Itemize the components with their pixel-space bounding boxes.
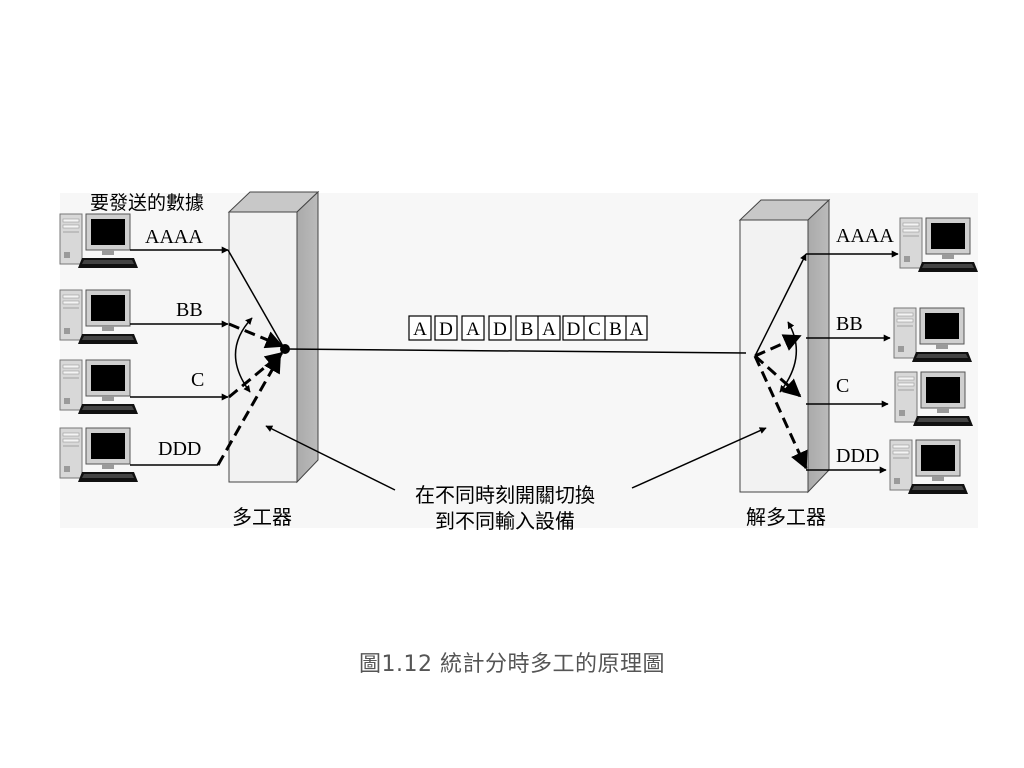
output-label-ddd: DDD: [836, 445, 879, 467]
multiplexer-box: [227, 190, 320, 484]
mux-dashed-arm: [216, 354, 282, 466]
stream-slot-label: A: [542, 319, 556, 340]
input-label-c: C: [191, 369, 204, 391]
demultiplexer-label: 解多工器: [746, 505, 826, 529]
computer-icon: [59, 427, 139, 483]
stream-slot-label: A: [630, 319, 644, 340]
demux-switch-arm: [754, 253, 807, 357]
multiplexer-label: 多工器: [232, 505, 292, 529]
transmission-line: [284, 348, 747, 354]
stream-slot-label: A: [466, 319, 480, 340]
computer-icon: [889, 439, 969, 495]
switch-note-line2: 到不同輸入設備: [435, 509, 575, 533]
demux-dashed-arm: [753, 355, 808, 470]
stream-slot: [461, 315, 485, 341]
input-label-ddd: DDD: [158, 438, 201, 460]
computer-icon: [893, 307, 973, 363]
stream-slot: [488, 315, 512, 341]
output-label-bb: BB: [836, 313, 863, 335]
stream-slot-label: D: [439, 319, 453, 340]
computer-icon: [59, 289, 139, 345]
mux-rotation-arc: [234, 317, 253, 393]
demultiplexer-box: [738, 198, 831, 494]
output-label-c: C: [836, 375, 849, 397]
computer-icon: [59, 359, 139, 415]
input-label-aaaa: AAAA: [145, 226, 203, 248]
input-label-bb: BB: [176, 299, 203, 321]
data-to-send-label: 要發送的數據: [90, 192, 204, 214]
stream-slot: [434, 315, 458, 341]
stream-slot-label: B: [521, 319, 534, 340]
stream-slot-label: D: [567, 319, 581, 340]
stream-slot-label: C: [588, 319, 601, 340]
data-stream: A D A D B A D C B A: [408, 315, 648, 341]
note-pointer-arrow: [631, 427, 767, 489]
stream-slot-label: A: [413, 319, 427, 340]
computer-icon: [59, 213, 139, 269]
output-label-aaaa: AAAA: [836, 225, 894, 247]
computer-icon: [894, 371, 974, 427]
note-pointer-arrow: [265, 425, 396, 491]
stream-slot-label: D: [493, 319, 507, 340]
stream-slot: [408, 315, 432, 341]
computer-icon: [899, 217, 979, 273]
stream-slot-label: B: [609, 319, 622, 340]
switch-note-line1: 在不同時刻開關切換: [415, 483, 595, 507]
demux-rotation-arc: [779, 321, 798, 393]
demux-dashed-arm: [754, 354, 802, 398]
figure-caption: 圖1.12 統計分時多工的原理圖: [359, 652, 665, 677]
mux-dashed-arm: [228, 322, 284, 349]
